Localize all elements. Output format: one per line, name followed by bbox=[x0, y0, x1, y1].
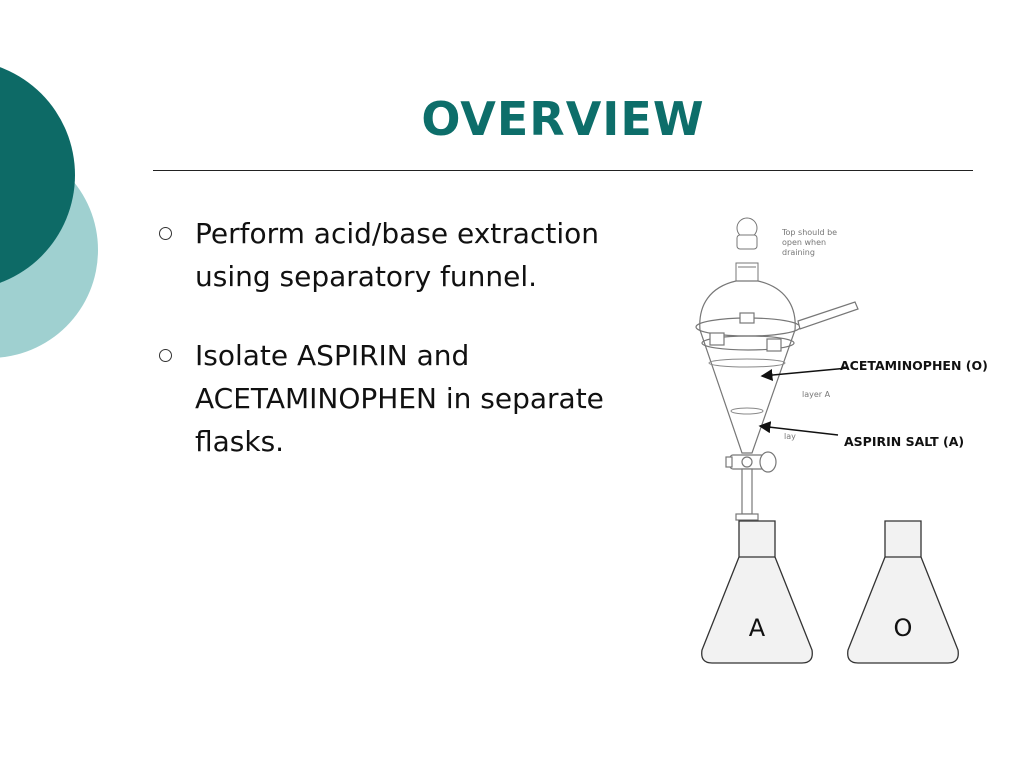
drain-note-line-3: draining bbox=[782, 248, 815, 257]
flask-a-label: A bbox=[749, 614, 766, 642]
bullet-text: Perform acid/base extraction using separ… bbox=[195, 217, 599, 293]
bullet-circle-icon bbox=[159, 349, 172, 362]
bullet-list: Perform acid/base extraction using separ… bbox=[155, 212, 635, 499]
ring-clamp bbox=[695, 301, 859, 352]
drain-note-line-1: Top should be bbox=[781, 228, 837, 237]
drain-note-line-2: open when bbox=[782, 238, 826, 247]
aspirin-salt-label: ASPIRIN SALT (A) bbox=[844, 434, 964, 449]
arrow-icon bbox=[758, 421, 839, 436]
bullet-item: Perform acid/base extraction using separ… bbox=[155, 212, 635, 298]
layer-a-small-label: layer A bbox=[802, 390, 831, 399]
arrow-icon bbox=[760, 367, 849, 382]
bullet-circle-icon bbox=[159, 227, 172, 240]
title-divider bbox=[153, 170, 973, 171]
bullet-text: Isolate ASPIRIN and ACETAMINOPHEN in sep… bbox=[195, 339, 604, 458]
liquid-layers bbox=[708, 358, 786, 415]
slide-title: OVERVIEW bbox=[421, 92, 705, 146]
flask-o: O bbox=[847, 520, 959, 664]
acetaminophen-label: ACETAMINOPHEN (O) bbox=[840, 358, 988, 373]
flask-a: A bbox=[701, 520, 813, 664]
separatory-funnel-diagram: Top should be open when draining layer A… bbox=[695, 217, 988, 664]
stopcock bbox=[725, 451, 777, 521]
decorative-circles bbox=[0, 67, 98, 358]
bullet-item: Isolate ASPIRIN and ACETAMINOPHEN in sep… bbox=[155, 334, 635, 463]
funnel-neck bbox=[735, 262, 759, 282]
flask-o-label: O bbox=[894, 614, 913, 642]
funnel-stopper bbox=[736, 217, 758, 250]
decor-circle-dark bbox=[0, 67, 75, 283]
layer-b-small-label: lay bbox=[784, 432, 796, 441]
